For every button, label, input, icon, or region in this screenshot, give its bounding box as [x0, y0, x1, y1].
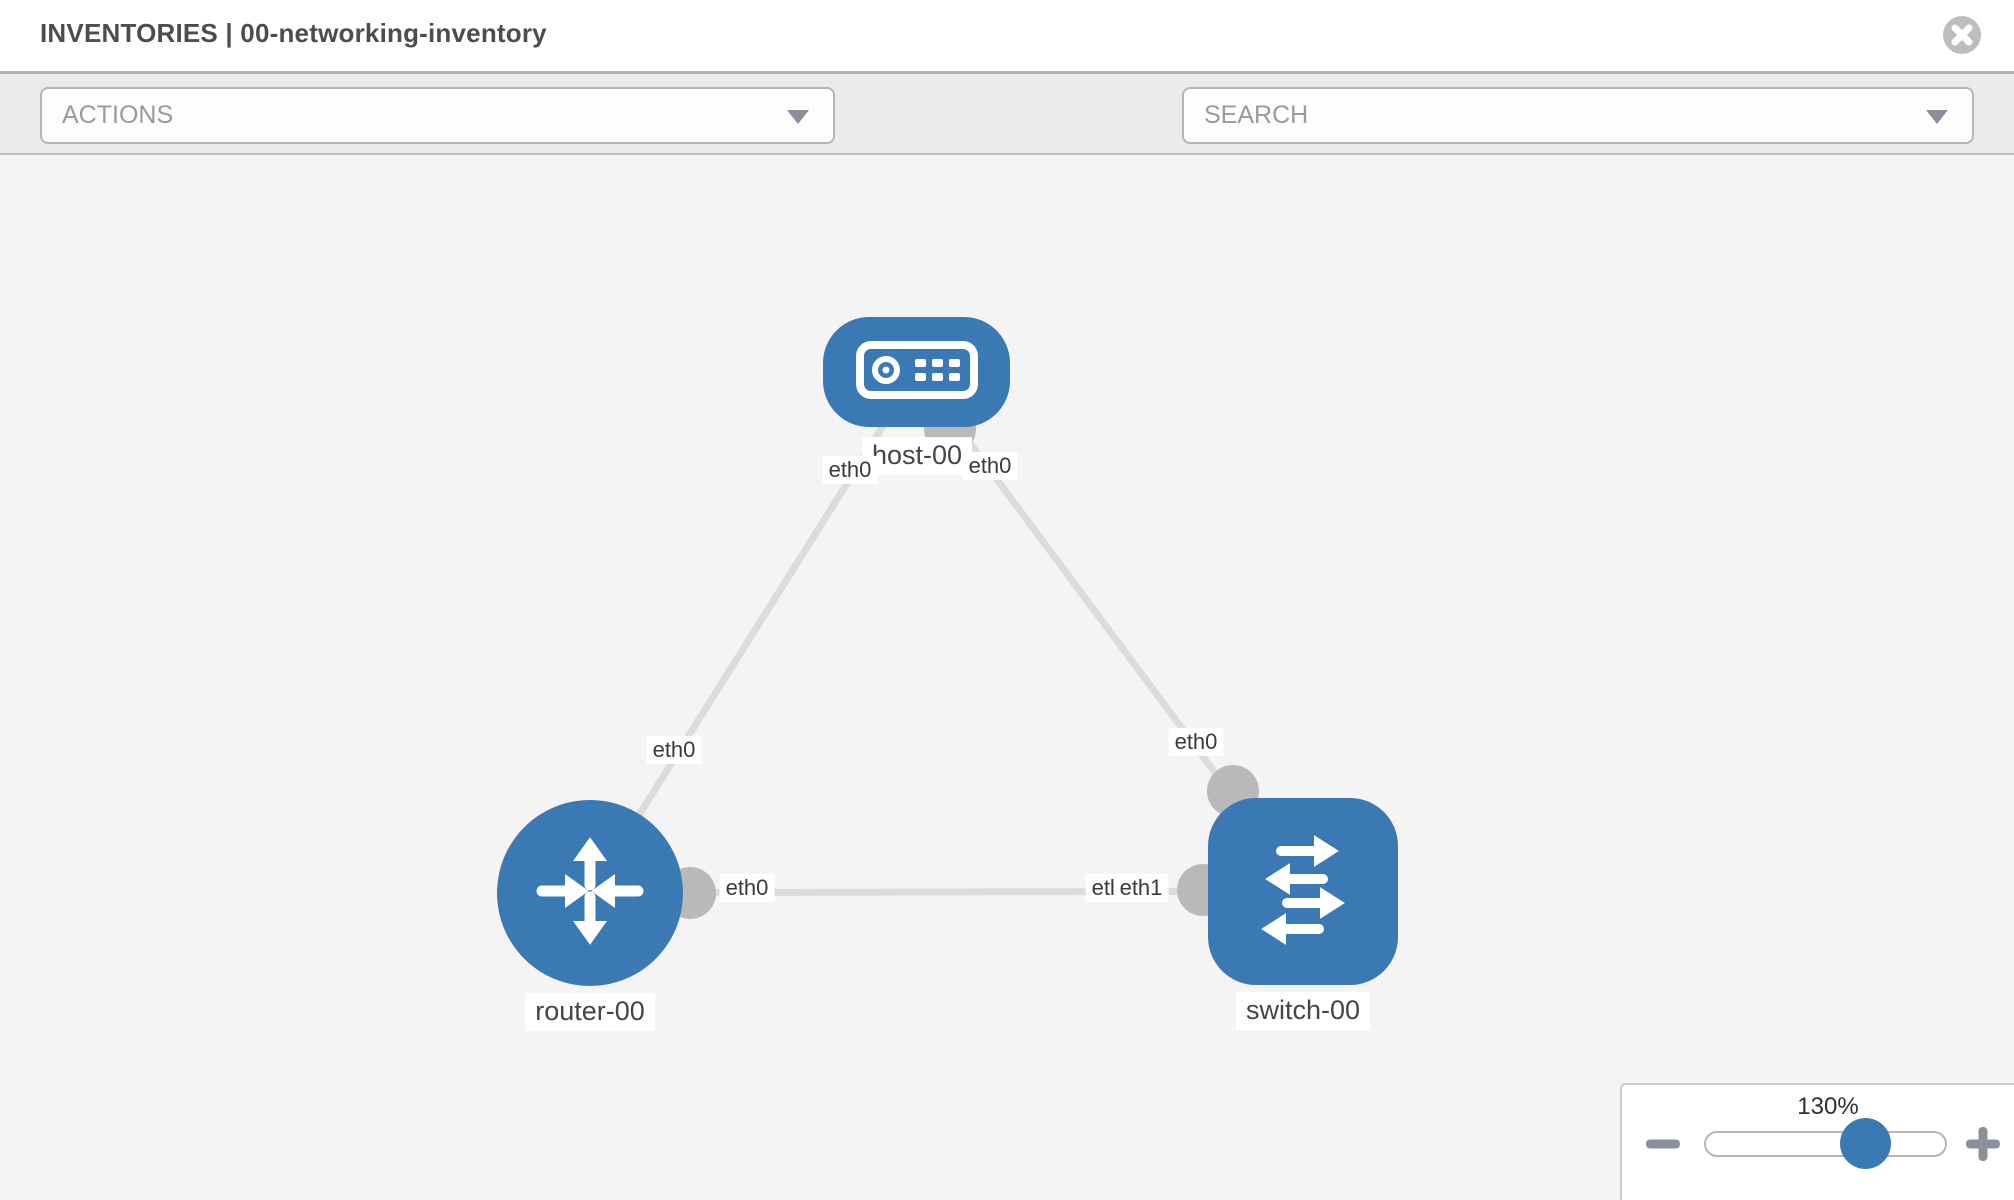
- topology-canvas[interactable]: host-00 router-00 switch-00 eth0 eth0 et…: [0, 155, 2014, 1200]
- toolbar: ACTIONS SEARCH: [0, 71, 2014, 207]
- iface-label-router-host-hostend: eth0: [822, 455, 878, 485]
- actions-dropdown-label: ACTIONS: [62, 101, 174, 129]
- iface-label-router-host-routerend: eth0: [646, 735, 702, 765]
- zoom-panel: 130%: [1620, 1083, 2014, 1200]
- switch-icon: [1241, 827, 1365, 956]
- zoom-in-button[interactable]: [1964, 1125, 2002, 1163]
- header-bar: INVENTORIES | 00-networking-inventory: [0, 0, 2014, 71]
- zoom-out-button[interactable]: [1644, 1125, 1682, 1163]
- router-icon: [528, 829, 652, 958]
- node-host-00[interactable]: [823, 317, 1010, 427]
- chevron-down-icon: [787, 110, 809, 124]
- node-label-switch: switch-00: [1235, 992, 1371, 1030]
- actions-dropdown[interactable]: ACTIONS: [40, 87, 835, 144]
- iface-label-router-switch-routerend: eth0: [719, 873, 775, 903]
- node-label-host: host-00: [861, 437, 973, 475]
- close-icon: [1942, 16, 1982, 58]
- chevron-down-icon: [1926, 110, 1948, 124]
- page-title: INVENTORIES | 00-networking-inventory: [40, 18, 547, 48]
- host-icon: [855, 340, 979, 405]
- node-router-00[interactable]: [497, 800, 683, 986]
- topology-links-layer: [587, 369, 1306, 919]
- zoom-slider-track[interactable]: [1704, 1131, 1947, 1157]
- search-dropdown-label: SEARCH: [1204, 101, 1309, 129]
- zoom-level-label: 130%: [1797, 1093, 1859, 1120]
- minus-icon: [1644, 1139, 1682, 1166]
- zoom-slider-thumb[interactable]: [1840, 1118, 1891, 1169]
- search-dropdown[interactable]: SEARCH: [1182, 87, 1974, 144]
- plus-icon: [1964, 1127, 2002, 1166]
- iface-label-router-switch-switchend-over: eth1: [1113, 873, 1169, 903]
- iface-label-host-switch-switchend: eth0: [1168, 727, 1224, 757]
- node-label-router: router-00: [525, 993, 655, 1031]
- node-switch-00[interactable]: [1208, 798, 1398, 985]
- close-button[interactable]: [1942, 15, 1982, 55]
- iface-label-host-switch-hostend: eth0: [962, 451, 1018, 481]
